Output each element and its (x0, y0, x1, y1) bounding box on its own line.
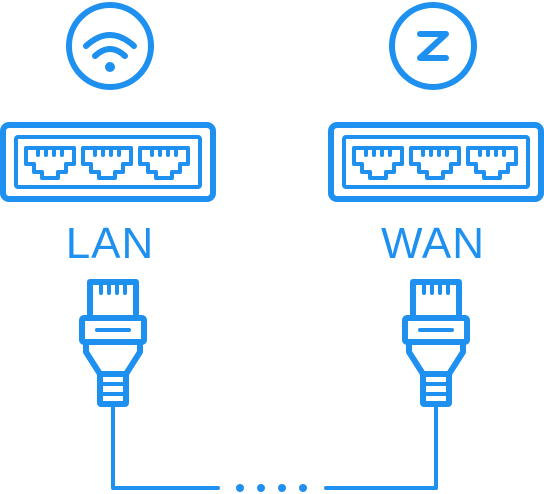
wan-label: WAN (381, 219, 485, 268)
cable-dot (299, 484, 307, 492)
wan-ethernet-plug-icon (402, 279, 470, 407)
lan-ethernet-plug-icon (79, 279, 147, 407)
z-letter-badge-icon (389, 2, 477, 90)
wan-ethernet-port-icon (409, 146, 461, 180)
cable-dot (236, 484, 244, 492)
wan-port-group (352, 146, 518, 180)
lan-switch (0, 122, 216, 202)
lan-label: LAN (66, 219, 155, 268)
cable-dot (257, 484, 265, 492)
cable (111, 402, 438, 492)
cable-dots (236, 484, 307, 492)
lan-ethernet-port-icon (24, 146, 76, 180)
wan-switch (328, 122, 544, 202)
lan-ethernet-port-icon (81, 146, 133, 180)
cable-left-segment (111, 402, 220, 490)
cable-dot (278, 484, 286, 492)
lan-group: LAN (0, 2, 216, 407)
wan-group: WAN (328, 2, 544, 407)
wan-ethernet-port-icon (466, 146, 518, 180)
cable-right-segment (324, 402, 438, 490)
wan-ethernet-port-icon (352, 146, 404, 180)
wifi-icon (66, 2, 154, 90)
lan-ethernet-port-icon (138, 146, 190, 180)
lan-port-group (24, 146, 190, 180)
